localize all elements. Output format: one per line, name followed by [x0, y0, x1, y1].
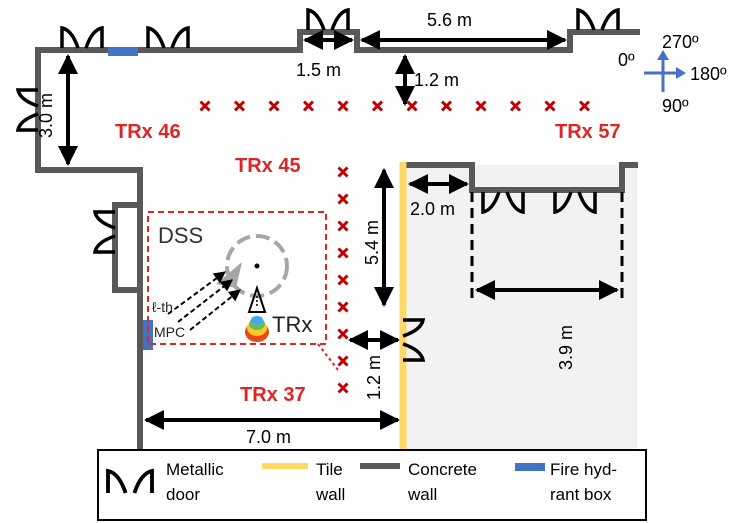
legend-tile-1: Tile	[316, 460, 343, 479]
dss-center	[254, 263, 260, 269]
trx-45-label: TRx 45	[235, 155, 301, 177]
compass-east-label: 180º	[690, 64, 727, 84]
trx-marker	[302, 100, 315, 112]
trx-marker	[337, 301, 349, 313]
legend-fire-2: rant box	[550, 485, 612, 504]
compass-south-label: 90º	[662, 96, 689, 116]
trx-marker	[337, 166, 349, 178]
legend-concrete-1: Concrete	[408, 460, 477, 479]
compass-north-label: 270º	[662, 32, 699, 52]
trx-marker	[268, 100, 280, 112]
trx-46-label: TRx 46	[115, 121, 181, 143]
dim-1-2-side: 1.2 m	[364, 355, 384, 400]
legend-metallic-2: door	[166, 485, 200, 504]
trx-marker	[337, 247, 349, 259]
legend-fire-1: Fire hyd-	[550, 460, 617, 479]
trx-marker	[337, 328, 349, 340]
trx-marker	[544, 100, 556, 112]
trx-37-label: TRx 37	[240, 384, 306, 406]
concrete-walls	[35, 29, 640, 450]
trx-marker	[337, 382, 349, 394]
fire-hydrant-box-left	[143, 320, 153, 350]
legend-tile-2: wall	[315, 485, 345, 504]
trx-marker	[233, 100, 246, 112]
compass-west-label: 0º	[618, 50, 635, 70]
mpc-arrows	[167, 271, 241, 331]
legend: Metallic door Tile wall Concrete wall Fi…	[97, 449, 647, 521]
trx-label: TRx	[272, 312, 312, 337]
dim-7-0: 7.0 m	[246, 427, 291, 447]
dss-label: DSS	[158, 223, 203, 248]
trx-marker	[440, 100, 453, 112]
legend-fire-swatch	[515, 463, 545, 471]
trx-marker	[337, 274, 349, 286]
dim-2-0: 2.0 m	[410, 199, 455, 219]
fire-hydrant-box-top	[108, 47, 138, 56]
trx-marker	[337, 355, 349, 367]
trx-marker	[199, 100, 211, 112]
dim-1-2-top: 1.2 m	[414, 70, 459, 90]
right-room-dashes	[470, 192, 624, 298]
mpc-label-mpc: MPC	[154, 324, 185, 340]
trx-marker	[406, 100, 418, 112]
dss-pointer	[317, 343, 339, 371]
trx-marker	[337, 100, 349, 112]
trx-marker	[509, 100, 522, 112]
legend-concrete-2: wall	[407, 485, 437, 504]
antenna-pattern-icon	[245, 316, 269, 342]
trx-marker	[337, 220, 349, 232]
compass-icon	[644, 50, 686, 92]
dim-5-4: 5.4 m	[362, 220, 382, 265]
trx-marker	[371, 100, 384, 112]
trx-57-label: TRx 57	[555, 121, 621, 143]
dim-5-6: 5.6 m	[427, 10, 472, 30]
dim-3-9: 3.9 m	[556, 325, 576, 370]
trx-marker	[337, 193, 349, 205]
dim-1-5: 1.5 m	[296, 60, 341, 80]
trx-marker	[578, 100, 591, 112]
legend-metallic-1: Metallic	[166, 460, 224, 479]
trx-marker	[475, 100, 487, 112]
dim-3-0: 3.0 m	[36, 93, 56, 138]
dimension-arrows	[58, 30, 619, 430]
trx-antenna-icon	[247, 284, 267, 313]
trx-markers	[199, 100, 591, 394]
mpc-label-l: ℓ-th	[152, 299, 173, 315]
dss-region	[147, 211, 327, 345]
